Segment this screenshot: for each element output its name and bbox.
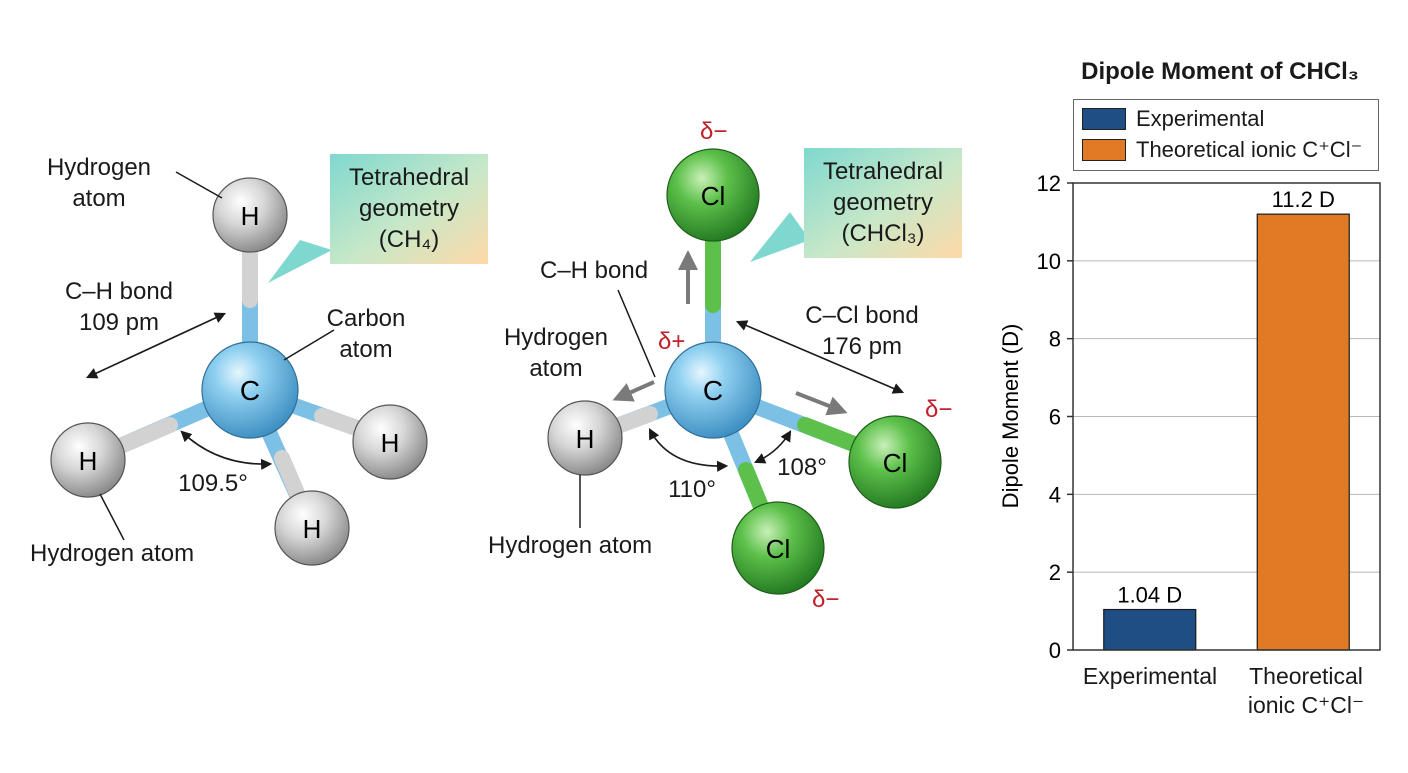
ch4-hydrogen-right-atom — [352, 404, 428, 480]
ch4-molecule: H H H H C — [50, 154, 488, 566]
chcl3-chlorine-right-atom — [848, 415, 942, 509]
chart-y-axis-label: Dipole Moment (D) — [998, 324, 1023, 509]
chcl3-delta-plus: δ+ — [658, 328, 686, 355]
ch4-bond-length-arrow — [85, 312, 227, 379]
chart-plot-frame — [1072, 182, 1381, 651]
ch4-leader-hydrogen-top — [175, 171, 223, 199]
ch4-c-symbol: C — [240, 375, 260, 406]
chcl3-delta-minus-bottom: δ− — [812, 586, 840, 613]
legend-swatch-theoretical — [1082, 139, 1126, 161]
ch4-angle-arc — [180, 430, 273, 470]
ch4-leader-carbon — [283, 329, 335, 361]
chart-value-labels: 1.04 D 11.2 D — [1117, 187, 1335, 607]
ch4-label-hydrogen-top: Hydrogen atom — [46, 154, 152, 212]
chart-y-tick-label: 4 — [1049, 482, 1061, 507]
chcl3-delta-minus-right: δ− — [925, 396, 953, 423]
chcl3-bond-length-arrow — [735, 320, 905, 394]
chcl3-delta-minus-top: δ− — [700, 118, 728, 145]
ch4-leader-hydrogen-bottom — [99, 493, 125, 541]
ch4-hydrogen-top-atom — [212, 177, 288, 253]
ch4-h-symbol-top: H — [241, 201, 260, 231]
chart-legend: Experimental Theoretical ionic C⁺Cl⁻ — [1073, 99, 1379, 171]
ch4-callout-pointer — [268, 240, 332, 283]
chart-y-tick-label: 6 — [1049, 405, 1061, 430]
chart-title: Dipole Moment of CHCl₃ — [1081, 58, 1359, 85]
chcl3-angle-arc-108 — [753, 430, 792, 464]
ch4-label-angle: 109.5° — [178, 470, 248, 497]
chcl3-angle-arc-110 — [648, 428, 729, 472]
chart-bar — [1103, 608, 1197, 651]
chcl3-label-angle-110: 110° — [668, 476, 716, 503]
chcl3-polarity-arrow-left — [612, 380, 655, 402]
chcl3-cl-symbol-bottom: Cl — [766, 534, 791, 564]
chcl3-polarity-arrow-right — [795, 391, 848, 416]
chart-y-ticks: 0 2 4 6 8 10 12 — [1037, 171, 1073, 663]
chart-bar — [1256, 213, 1350, 651]
chcl3-chlorine-bottom-atom — [731, 501, 825, 595]
ch4-hydrogen-bottom-atom — [274, 490, 350, 566]
chart-bars — [1103, 213, 1350, 651]
chart-value-label: 11.2 D — [1272, 187, 1335, 212]
chcl3-callout-pointer — [750, 212, 810, 262]
legend-swatch-experimental — [1082, 108, 1126, 130]
ch4-h-symbol-bottom: H — [303, 514, 322, 544]
chcl3-label-ch-bond: C–H bond — [540, 257, 649, 284]
dipole-bar-chart: 0 2 4 6 8 10 12 1.04 D 11.2 D Dipole Moment (D) — [998, 171, 1381, 663]
chart-category-label-theoretical: Theoretical ionic C⁺Cl⁻ — [1247, 663, 1365, 718]
chcl3-label-ccl-bond: C–Cl bond 176 pm — [805, 302, 919, 360]
chart-value-label: 1.04 D — [1117, 583, 1182, 608]
chcl3-molecule: Cl H Cl Cl C — [547, 148, 962, 595]
ch4-label-hydrogen-bottom: Hydrogen atom — [30, 540, 195, 567]
ch4-hydrogen-left-atom — [50, 422, 126, 498]
chcl3-cl-symbol-top: Cl — [701, 181, 726, 211]
chcl3-cl-symbol-right: Cl — [883, 448, 908, 478]
chcl3-label-angle-108: 108° — [777, 454, 827, 481]
chcl3-callout-text: Tetrahedral geometry (CHCl₃) — [822, 158, 944, 247]
legend-label-experimental: Experimental — [1136, 106, 1265, 131]
ch4-h-symbol-right: H — [381, 428, 400, 458]
chart-category-label-experimental: Experimental — [1082, 663, 1218, 689]
ch4-h-symbol-left: H — [79, 446, 98, 476]
ch4-label-ch-bond: C–H bond 109 pm — [64, 278, 174, 336]
chcl3-label-hydrogen-left: Hydrogen atom — [503, 324, 609, 382]
chart-y-tick-label: 0 — [1049, 638, 1061, 663]
ch4-label-carbon: Carbon atom — [326, 305, 406, 363]
chart-y-tick-label: 12 — [1037, 171, 1061, 196]
chart-y-tick-label: 2 — [1049, 560, 1061, 585]
chcl3-chlorine-top-atom — [666, 148, 760, 242]
chart-y-tick-label: 8 — [1049, 327, 1061, 352]
chcl3-leader-ch-bond — [617, 289, 656, 378]
legend-item-theoretical: Theoretical ionic C⁺Cl⁻ — [1082, 137, 1362, 163]
chcl3-h-symbol: H — [576, 424, 595, 454]
chart-y-tick-label: 10 — [1037, 249, 1061, 274]
chcl3-callout-box — [804, 148, 962, 258]
ch4-callout-text: Tetrahedral geometry (CH₄) — [348, 164, 470, 253]
legend-item-experimental: Experimental — [1082, 106, 1264, 132]
legend-label-theoretical: Theoretical ionic C⁺Cl⁻ — [1136, 137, 1363, 162]
ch4-callout-box — [330, 154, 488, 264]
chcl3-c-symbol: C — [703, 375, 723, 406]
chcl3-hydrogen-atom — [547, 400, 623, 476]
chcl3-label-hydrogen-bottom: Hydrogen atom — [488, 532, 653, 559]
